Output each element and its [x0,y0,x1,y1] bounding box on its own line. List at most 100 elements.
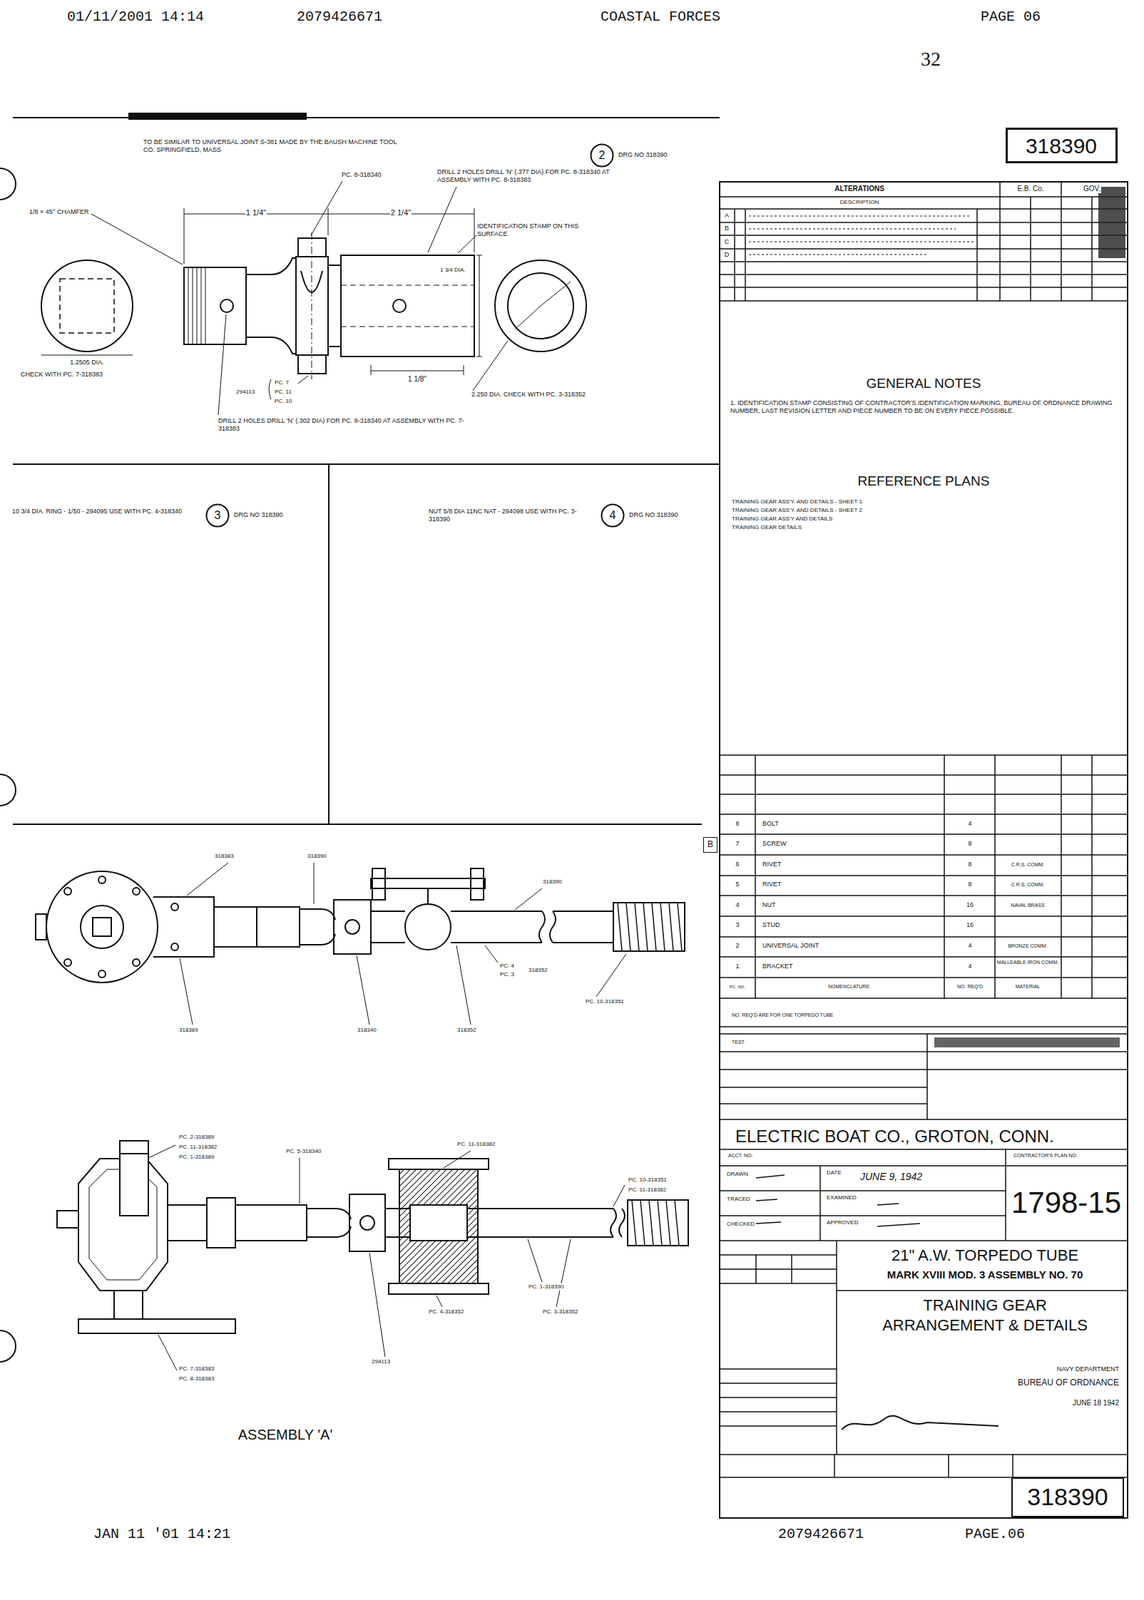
title-block-text: EXAMINED [825,1194,858,1202]
parts-list-cell: MALLEABLE IRON COMM. [995,959,1060,966]
parts-list-cell: NO. REQ'D ARE FOR ONE TORPEDO TUBE [731,1012,835,1019]
view-title: ASSEMBLY 'A' [237,1426,334,1444]
detail-note: PC. 8-318340 [340,171,383,180]
alterations-cell: GOV. [1082,184,1102,194]
parts-list-cell: C.R.S. COMM. [1010,862,1046,868]
detail-note: PC. 7 [273,379,290,387]
alterations-cell: A [723,211,730,220]
node-label: 318390 [1027,1484,1108,1511]
title-block-text: 1798-15 [1010,1185,1122,1222]
detail-note: DRG NO 318390 [233,511,284,520]
parts-list-cell: 8 [734,820,740,829]
title-block-text: APPROVED [825,1219,859,1227]
parts-list-cell: TEST [731,1039,746,1046]
fax-header: COASTAL FORCES [599,8,722,26]
node-label: B [707,840,714,850]
title-block-text: CHECKED [726,1221,756,1229]
parts-list-cell: RIVET [761,860,783,869]
title-block-text: ELECTRIC BOAT CO., GROTON, CONN. [734,1126,1055,1148]
detail-note: TO BE SIMILAR TO UNIVERSAL JOINT S-381 M… [142,138,401,155]
node-label: 2 [599,149,606,162]
drawing-number-box: 318390 [1005,127,1118,164]
callout-label: 318390 [542,878,563,886]
parts-list-cell: 3 [734,921,740,930]
fax-header: PAGE 06 [979,8,1042,26]
title-block-text: DRAWN [726,1171,749,1179]
revision-box: B [703,837,718,853]
fax-header: JAN 11 '01 14:21 [92,1526,232,1544]
alterations-cell: ALTERATIONS [833,184,886,194]
detail-note: DRILL 2 HOLES DRILL 'N' (.302 DIA) FOR P… [217,417,476,433]
detail-note: CHECK WITH PC. 7-318383 [19,370,104,379]
detail-note: DRG NO 318390 [617,151,669,160]
parts-list-cell: 7 [734,840,740,849]
detail-note: DRG NO 318390 [628,511,679,520]
detail-note: 2 1/4" [390,208,412,218]
detail-note: 294113 [235,388,256,396]
callout-label: PC. 11-318382 [627,1186,667,1194]
detail-note: 1 3/4 DIA. [439,266,467,274]
parts-list-cell: PC. NO. [728,984,747,990]
detail-note: 1/8 × 45° CHAMFER [28,208,90,217]
detail-note: 2.250 DIA. CHECK WITH PC. 3-318352 [470,390,594,399]
fax-header: 2079426671 [777,1526,865,1544]
parts-list-cell: NUT [761,901,777,910]
node-label: 318390 [1025,134,1097,158]
fax-header: 32 [920,47,942,72]
callout-label: PC. 10-318351 [584,998,625,1006]
detail-note: IDENTIFICATION STAMP ON THIS SURFACE [476,222,592,239]
fax-header: 01/11/2001 14:14 [66,8,205,26]
notes-text: 1. IDENTIFICATION STAMP CONSISTING OF CO… [729,399,1122,416]
parts-list-cell: NO. REQ'D [956,984,984,990]
callout-label: PC. 8-318383 [178,1375,215,1383]
callout-label: 318352 [456,1027,478,1035]
callout-label: 318340 [356,1027,378,1035]
title-block-text: JUNE 9, 1942 [859,1171,923,1184]
title-block-text: 21" A.W. TORPEDO TUBE [890,1246,1080,1266]
parts-list-cell: 1 [734,962,740,971]
title-block-text: MARK XVIII MOD. 3 ASSEMBLY NO. 70 [886,1268,1085,1282]
detail-circle: 4 [600,503,625,528]
title-block-text: ARRANGEMENT & DETAILS [881,1316,1089,1336]
parts-list-cell: BRONZE COMM. [1007,943,1048,950]
title-block-text: NAVY DEPARTMENT [1056,1365,1120,1374]
notes-text: GENERAL NOTES [865,375,983,393]
parts-list-cell: MATERIAL [1014,984,1042,990]
title-block-text: TRAINING GEAR [922,1296,1048,1316]
parts-list-cell: 6 [734,860,740,869]
parts-list-cell: 4 [967,820,973,829]
fax-header: 2079426671 [295,8,383,26]
detail-note: 1 1/4" [245,208,267,218]
notes-text: TRAINING GEAR DETAILS [731,524,803,532]
fax-header: PAGE.06 [964,1526,1026,1544]
callout-label: 318390 [306,853,328,861]
parts-list-cell: C.R.S. COMM. [1010,882,1046,888]
detail-circle: 2 [589,143,615,168]
detail-note: 10 3/4 DIA. RING - 1/50 - 294095 USE WIT… [11,507,199,516]
detail-note: DRILL 2 HOLES DRILL 'N' (.377 DIA) FOR P… [436,168,624,185]
title-block-text: JUNE 18 1942 [1071,1399,1120,1408]
node-label: 4 [609,509,617,523]
parts-list-cell: 4 [967,942,973,951]
alterations-cell: E.B. Co. [1016,184,1045,194]
notes-text: TRAINING GEAR ASS'Y. AND DETAILS - SHEET… [731,507,863,515]
parts-list-cell: RIVET [761,880,783,889]
parts-list-cell: SCREW [761,840,788,849]
title-block-text: CONTRACTOR'S PLAN NO. [1012,1153,1079,1159]
title-block-text: TRACED [726,1196,752,1204]
callout-label: PC. 4-318352 [427,1308,465,1316]
alterations-cell: D [723,251,731,259]
callout-label: PC. 11-318382 [178,1144,218,1152]
callout-label: PC. 3 [499,971,515,979]
parts-list-cell: 5 [734,880,740,889]
parts-list-cell: 4 [967,962,973,971]
title-block-text: BUREAU OF ORDNANCE [1017,1377,1120,1388]
detail-note: 1 1/8" [407,375,428,384]
callout-label: PC. 4 [499,962,515,970]
parts-list-cell: 16 [965,921,975,930]
alterations-cell: DESCRIPTION [839,198,881,207]
callout-label: PC. 10-318351 [627,1176,668,1184]
callout-label: PC. 1-318389 [178,1153,215,1162]
callout-label: PC. 11-318382 [456,1141,496,1149]
